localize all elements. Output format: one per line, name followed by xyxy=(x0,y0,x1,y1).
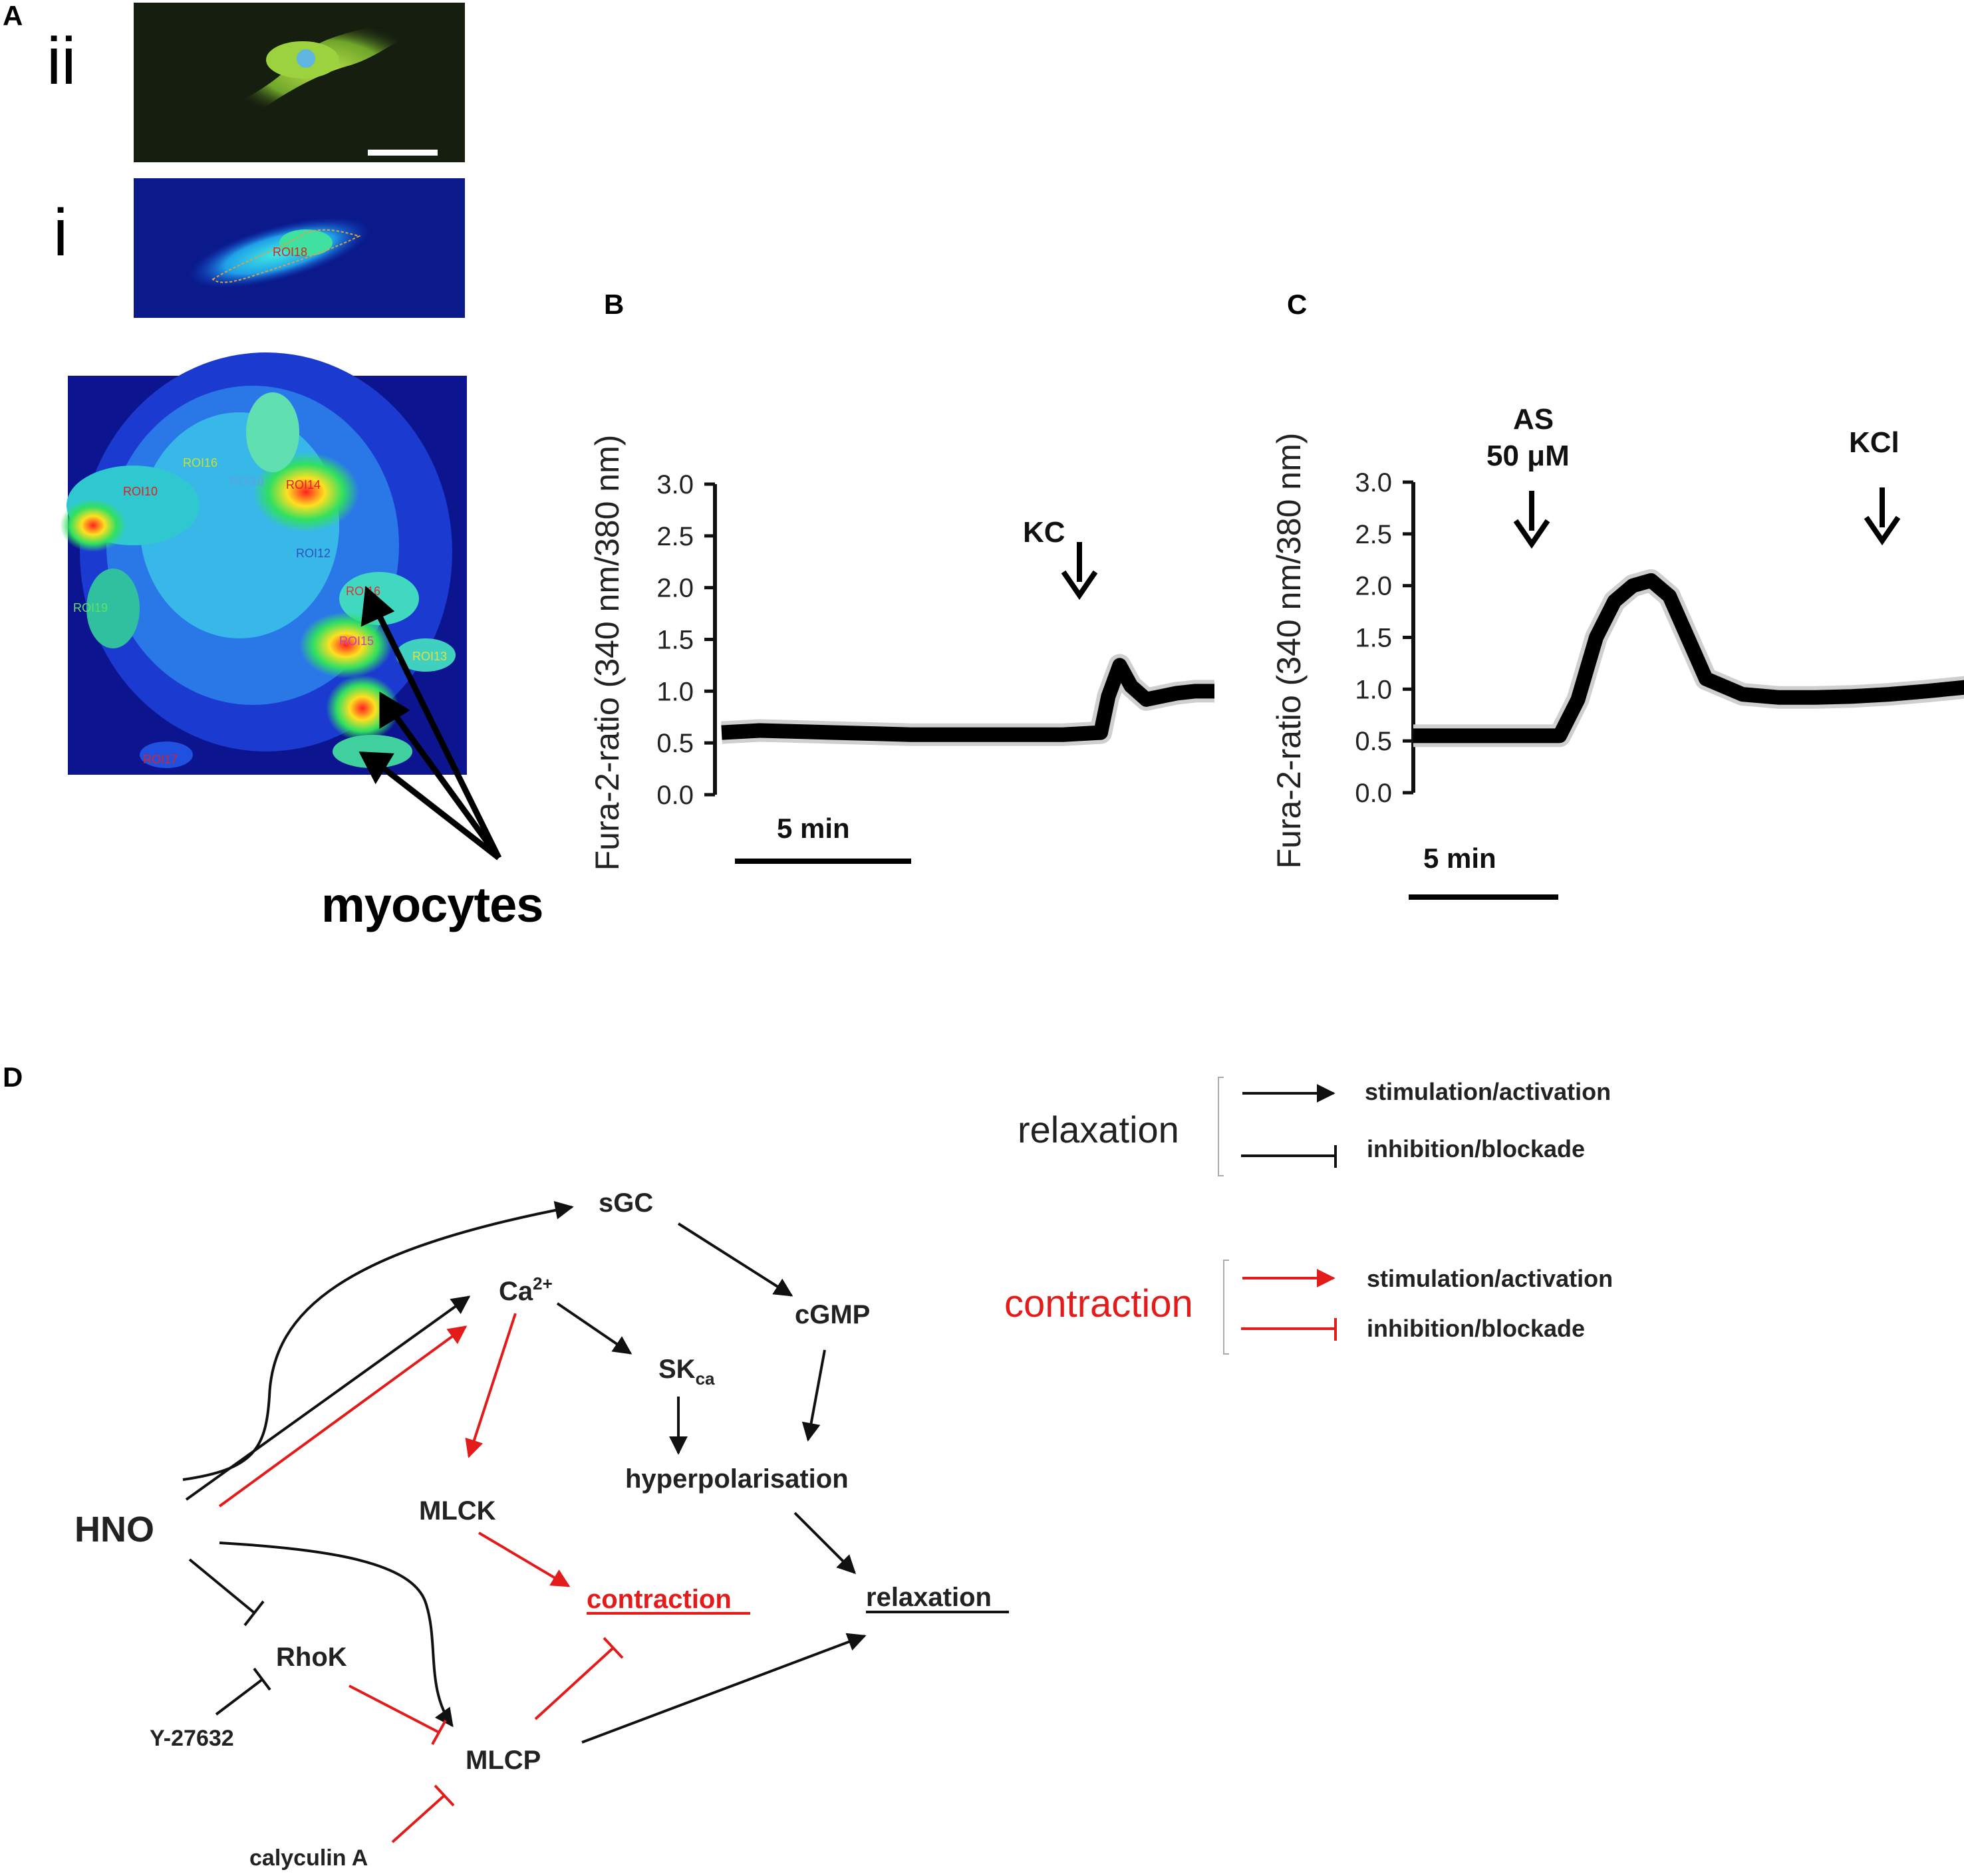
stimulus-arrow-head xyxy=(1513,519,1550,549)
legend-relaxation: relaxation xyxy=(1018,1109,1179,1150)
scale-bar xyxy=(368,150,438,156)
y-tick-label: 3.0 xyxy=(656,470,694,499)
y-axis-label: Fura-2-ratio (340 nm/380 nm) xyxy=(1270,433,1308,869)
panel-d-label: D xyxy=(3,1061,23,1093)
roi-label: ROI15 xyxy=(339,634,374,648)
time-scale-label: 5 min xyxy=(1423,843,1496,874)
roi-label: ROI17 xyxy=(143,753,178,766)
edge-mlcp-relaxation xyxy=(581,1633,867,1744)
stimulus-arrow-head xyxy=(1061,570,1098,601)
stimulus-label: AS xyxy=(1513,403,1554,436)
legend: relaxation stimulation/activation inhibi… xyxy=(1004,1077,1613,1355)
time-scale-label: 5 min xyxy=(777,813,850,844)
edge-mlcp-contraction-inhibit xyxy=(534,1647,615,1720)
y-tick-label: 3.0 xyxy=(1355,468,1392,497)
trace-mean xyxy=(721,658,1214,742)
node-ca: Ca2+ xyxy=(499,1273,553,1306)
y-axis-label: Fura-2-ratio (340 nm/380 nm) xyxy=(589,435,626,871)
edge-mlck-contraction xyxy=(478,1532,571,1587)
chart-panel-b: 3.0 2.5 2.0 1.5 1.0 0.5 0.0 Fura-2-ratio (340 n… xyxy=(589,435,1214,871)
pathway-diagram: relaxation stimulation/activation inhibi… xyxy=(74,1077,1613,1871)
fluorescence-image-ii xyxy=(134,3,465,162)
roi-label: ROI10 xyxy=(123,485,158,498)
legend-stim-red: stimulation/activation xyxy=(1367,1265,1613,1292)
legend-contraction: contraction xyxy=(1004,1282,1193,1325)
node-hno: HNO xyxy=(74,1510,154,1549)
node-hyperpolarisation: hyperpolarisation xyxy=(625,1464,849,1494)
ratio-image-i: ROI18 xyxy=(134,178,465,318)
y-tick-label: 2.5 xyxy=(1355,520,1392,549)
y-tick-label: 0.5 xyxy=(1355,727,1392,756)
sub-label-i: i xyxy=(53,196,69,270)
roi-label: ROI16 xyxy=(183,456,217,469)
edge-cgmp-hyper xyxy=(801,1349,826,1442)
y-tick-label: 2.5 xyxy=(656,522,694,551)
roi-label-top: ROI18 xyxy=(273,245,307,259)
legend-stim-black: stimulation/activation xyxy=(1365,1078,1611,1105)
node-sgc: sGC xyxy=(599,1188,653,1218)
myocytes-label: myocytes xyxy=(321,877,543,932)
y-tick-label: 0.0 xyxy=(656,781,694,810)
edge-ca-skca xyxy=(556,1302,632,1355)
myocyte-arrows xyxy=(358,585,502,861)
trace-mean xyxy=(1413,573,1964,743)
node-cgmp: cGMP xyxy=(795,1300,870,1329)
edge-hno-rhok-inhibit xyxy=(188,1558,255,1614)
chart-panel-c: 3.0 2.5 2.0 1.5 1.0 0.5 0.0 Fura-2-ratio (340 n… xyxy=(1270,403,1964,900)
y-tick-label: 0.0 xyxy=(1355,779,1392,808)
roi-label: ROI14 xyxy=(286,478,321,491)
edge-hno-mlcp xyxy=(219,1541,454,1728)
chart-b: 3.0 2.5 2.0 1.5 1.0 0.5 0.0 Fura-2-ratio (340 n… xyxy=(589,403,1964,900)
panel-a-images: ROI18 ROI10 ROI16 ROI18 ROI14 ROI12 ROI1… xyxy=(60,3,502,861)
edge-hno-sgc xyxy=(182,1200,574,1481)
y-tick-label: 2.0 xyxy=(1355,572,1392,601)
node-mlcp: MLCP xyxy=(466,1746,541,1775)
node-y27632: Y-27632 xyxy=(150,1726,234,1751)
edge-rhok-mlcp-inhibit xyxy=(349,1684,440,1734)
sub-label-ii: ii xyxy=(47,24,76,98)
stimulus-label: KCl xyxy=(1849,426,1899,459)
panel-b-label: B xyxy=(604,289,625,320)
legend-inhib-red: inhibition/blockade xyxy=(1367,1315,1585,1342)
y-tick-label: 1.5 xyxy=(656,626,694,655)
y-tick-label: 1.0 xyxy=(1355,675,1392,704)
edge-hno-ca-red xyxy=(218,1325,468,1508)
panel-a-label: A xyxy=(3,0,23,31)
y-tick-label: 1.0 xyxy=(656,677,694,706)
edge-sgc-cgmp xyxy=(677,1222,793,1297)
edge-hyper-relaxation xyxy=(793,1512,856,1574)
y-tick-label: 0.5 xyxy=(656,729,694,758)
roi-label: ROI18 xyxy=(229,475,264,488)
y-tick-label: 2.0 xyxy=(656,574,694,603)
legend-inhib-black: inhibition/blockade xyxy=(1367,1135,1585,1162)
roi-label: ROI13 xyxy=(412,650,447,663)
y-tick-label: 1.5 xyxy=(1355,624,1392,653)
edge-calyculin-mlcp-inhibit xyxy=(391,1794,446,1843)
node-mlck: MLCK xyxy=(419,1496,496,1526)
edge-y27632-rhok-inhibit xyxy=(215,1678,264,1716)
roi-label: ROI12 xyxy=(296,547,331,560)
stimulus-label: KC xyxy=(1023,516,1065,549)
roi-label: ROI19 xyxy=(73,601,108,614)
ratio-image-large: ROI10 ROI16 ROI18 ROI14 ROI12 ROI16 ROI1… xyxy=(60,352,467,775)
node-relaxation: relaxation xyxy=(866,1583,992,1612)
node-rhok: RhoK xyxy=(276,1643,347,1672)
node-skca: SKca xyxy=(658,1355,715,1389)
stimulus-label: 50 μM xyxy=(1486,440,1570,472)
edge-ca-mlck xyxy=(465,1313,517,1458)
edge-hno-ca xyxy=(185,1295,471,1501)
node-calyculin: calyculin A xyxy=(249,1845,368,1871)
stimulus-arrow-head xyxy=(1864,515,1901,546)
node-contraction: contraction xyxy=(587,1585,732,1614)
panel-c-label: C xyxy=(1287,289,1308,320)
